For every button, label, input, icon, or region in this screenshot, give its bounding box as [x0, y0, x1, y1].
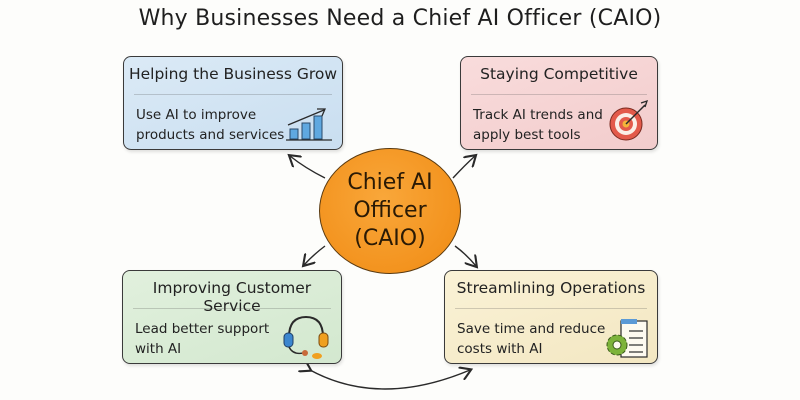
card-streamlining-operations: Streamlining Operations Save time and re…: [444, 270, 658, 364]
divider: [134, 94, 332, 95]
card-heading: Staying Competitive: [480, 65, 638, 83]
hub-line-1: Chief AI: [347, 170, 433, 195]
target-dart-icon: [609, 99, 649, 141]
card-staying-competitive: Staying Competitive Track AI trends and …: [460, 56, 658, 150]
divider: [455, 308, 647, 309]
card-heading: Streamlining Operations: [456, 279, 646, 297]
card-heading: Improving Customer Service: [152, 279, 312, 315]
diagram-title: Why Businesses Need a Chief AI Officer (…: [138, 6, 662, 31]
gear-document-icon: [606, 319, 648, 358]
card-body: Save time and reduce costs with AI: [457, 321, 606, 357]
caio-hub: Chief AI Officer (CAIO): [319, 148, 461, 274]
card-body: Track AI trends and apply best tools: [473, 107, 603, 143]
headset-icon: [283, 315, 329, 359]
hub-line-2: Officer: [353, 198, 427, 223]
divider: [133, 308, 331, 309]
hub-line-3: (CAIO): [354, 226, 426, 251]
card-business-growth: Helping the Business Grow Use AI to impr…: [123, 56, 343, 150]
card-body: Use AI to improve products and services: [136, 107, 285, 143]
card-heading: Helping the Business Grow: [128, 65, 338, 83]
card-customer-service: Improving Customer Service Lead better s…: [122, 270, 342, 364]
bar-chart-growth-icon: [286, 108, 332, 141]
card-body: Lead better support with AI: [135, 321, 270, 357]
divider: [471, 94, 647, 95]
